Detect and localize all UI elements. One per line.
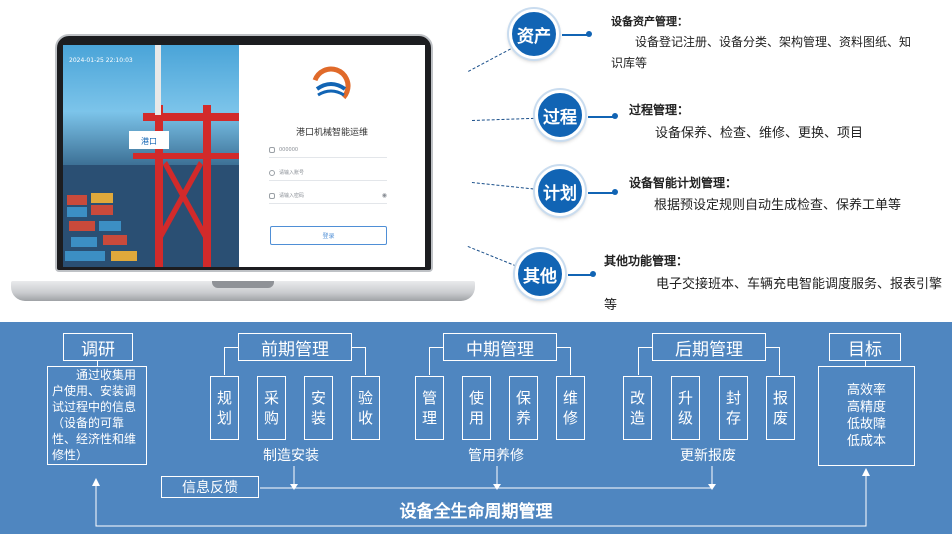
stage-item: 使用 <box>462 376 491 440</box>
early-stage-header: 前期管理 <box>238 333 352 361</box>
account-placeholder: 请输入账号 <box>279 170 305 176</box>
badge-other: 其他 <box>515 249 565 299</box>
bracket <box>429 347 430 375</box>
goal-header: 目标 <box>829 333 901 361</box>
connector-line <box>467 246 517 267</box>
connector-line <box>471 182 534 190</box>
connector-line <box>472 117 534 121</box>
research-header: 调研 <box>63 333 133 361</box>
bracket <box>352 347 366 348</box>
bracket <box>779 347 780 375</box>
username-value: 000000 <box>279 146 299 153</box>
badge-dot <box>612 113 618 119</box>
bracket <box>224 347 225 375</box>
stage-item: 采购 <box>257 376 286 440</box>
badge-line <box>588 192 614 194</box>
feature-desc-assets: 设备登记注册、设备分类、架构管理、资料图纸、知识库等 <box>611 35 912 70</box>
flow-arrows <box>92 466 870 527</box>
lifecycle-band <box>0 322 952 534</box>
stage-item: 升级 <box>671 376 700 440</box>
badge-line <box>562 34 588 36</box>
lock-icon <box>269 146 275 153</box>
laptop-base <box>11 281 475 301</box>
badge-line <box>568 274 592 276</box>
bracket <box>570 347 571 375</box>
feature-desc-process: 设备保养、检查、维修、更换、项目 <box>655 126 864 141</box>
feedback-box: 信息反馈 <box>161 476 259 498</box>
stage-item: 报废 <box>766 376 795 440</box>
bracket <box>365 347 366 375</box>
connector <box>865 361 866 366</box>
goal-list: 高效率 高精度 低故障 低成本 <box>818 366 915 466</box>
app-name: 港口机械智能运维 <box>295 128 368 138</box>
stage-item: 管理 <box>415 376 444 440</box>
feature-title-assets: 设备资产管理： <box>611 15 688 28</box>
port-photo: 港口 2024-01-25 22:10:03 <box>63 45 239 267</box>
badge-dot <box>612 189 618 195</box>
photo-sign: 港口 <box>141 136 157 146</box>
stage-item: 维修 <box>556 376 585 440</box>
bracket <box>638 347 639 375</box>
bracket <box>224 347 238 348</box>
early-stage-caption: 制造安装 <box>263 448 319 464</box>
goal-item: 高效率 <box>846 383 886 398</box>
feature-title-other: 其他功能管理： <box>604 254 689 268</box>
laptop-notch <box>212 281 274 288</box>
port-crane-illustration: 港口 <box>63 45 239 267</box>
screen-timestamp: 2024-01-25 22:10:03 <box>69 57 133 64</box>
bracket <box>557 347 571 348</box>
key-icon <box>269 192 275 199</box>
badge-dot <box>590 271 596 277</box>
goal-item: 低故障 <box>846 417 886 432</box>
user-icon <box>269 169 275 176</box>
badge-process: 过程 <box>535 90 585 140</box>
middle-stage-caption: 管用养修 <box>468 448 524 464</box>
feature-title-process: 过程管理： <box>629 103 690 117</box>
connector <box>97 361 98 366</box>
login-button[interactable]: 登录 <box>270 226 387 245</box>
badge-dot <box>586 31 592 37</box>
username-field[interactable]: 000000 <box>269 142 387 158</box>
badge-plan: 计划 <box>535 166 585 216</box>
login-panel: 港口机械智能运维 000000 请输入账号 请输入密码 ◉ 登录 <box>239 45 425 267</box>
stage-item: 规划 <box>210 376 239 440</box>
late-stage-header: 后期管理 <box>652 333 766 361</box>
eye-icon[interactable]: ◉ <box>381 192 387 199</box>
password-placeholder: 请输入密码 <box>279 193 305 199</box>
goal-item: 低成本 <box>846 434 886 449</box>
badge-assets: 资产 <box>509 9 559 59</box>
stage-item: 封存 <box>719 376 748 440</box>
bracket <box>638 347 652 348</box>
feature-desc-other: 电子交接班本、车辆充电智能调度服务、报表引擎等 <box>604 277 943 313</box>
stage-item: 验收 <box>351 376 380 440</box>
stage-item: 安装 <box>304 376 333 440</box>
feature-desc-plan: 根据预设定规则自动生成检查、保养工单等 <box>654 198 902 213</box>
password-field[interactable]: 请输入密码 ◉ <box>269 188 387 204</box>
research-description: 通过收集用户使用、安装调试过程中的信息（设备的可靠性、经济性和维修性） <box>47 366 147 465</box>
company-logo <box>311 66 351 106</box>
stage-item: 保养 <box>509 376 538 440</box>
feature-title-plan: 设备智能计划管理： <box>629 176 738 190</box>
stage-item: 改造 <box>623 376 652 440</box>
middle-stage-header: 中期管理 <box>443 333 557 361</box>
badge-line <box>588 116 614 118</box>
bracket <box>766 347 780 348</box>
connector-line <box>468 48 511 72</box>
late-stage-caption: 更新报废 <box>680 448 736 464</box>
laptop-screen: 港口 2024-01-25 22:10:03 港口机械智能运维 000000 请… <box>63 45 425 267</box>
goal-item: 高精度 <box>846 400 886 415</box>
bracket <box>429 347 443 348</box>
account-field[interactable]: 请输入账号 <box>269 165 387 181</box>
lifecycle-title: 设备全生命周期管理 <box>399 502 553 522</box>
